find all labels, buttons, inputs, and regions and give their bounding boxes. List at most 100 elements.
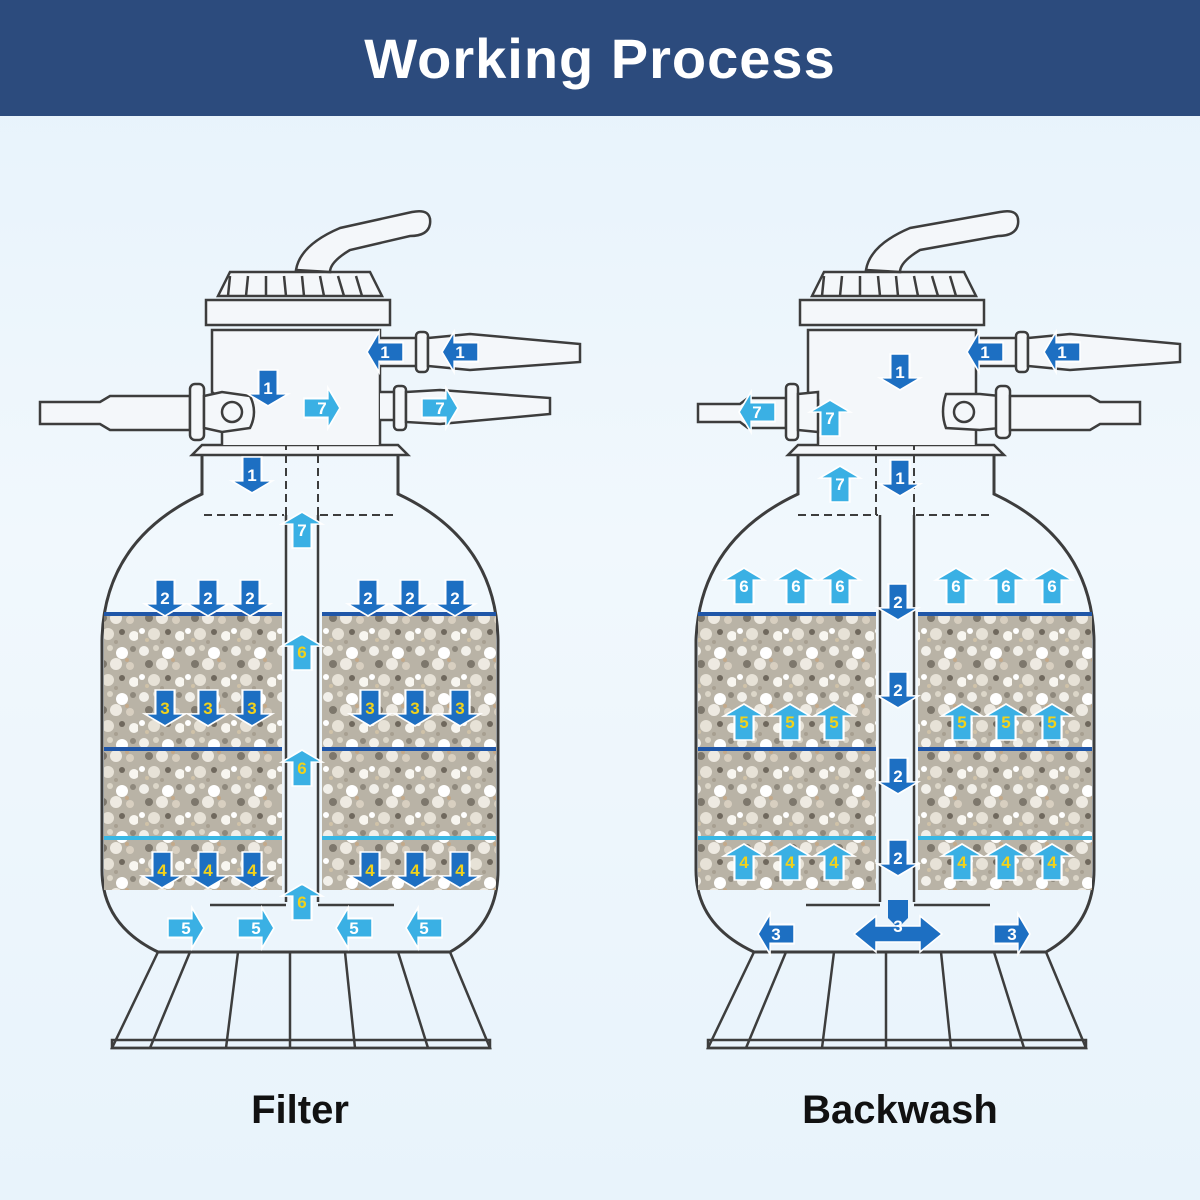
backwash-flow-step-label: 3 xyxy=(1007,925,1016,944)
filter-flow-step-label: 6 xyxy=(297,893,306,912)
filter-flow-step-label: 5 xyxy=(419,919,428,938)
filter-flow-step-label: 3 xyxy=(247,699,256,718)
backwash-flow-arrow-29: 3 xyxy=(757,910,795,958)
filter-flow-step-label: 3 xyxy=(365,699,374,718)
backwash-flow-arrow-7: 6 xyxy=(720,567,768,605)
filter-flow-step-label: 2 xyxy=(160,589,169,608)
filter-flow-arrow-13: 3 xyxy=(141,689,189,727)
filter-flow-step-label: 3 xyxy=(455,699,464,718)
filter-flow-arrow-30: 5 xyxy=(335,904,373,952)
backwash-flow-arrow-13: 5 xyxy=(720,703,768,741)
filter-outlet-pipe xyxy=(380,384,552,432)
filter-valve-handle xyxy=(294,210,432,274)
filter-flow-step-label: 6 xyxy=(297,759,306,778)
backwash-flow-step-label: 2 xyxy=(893,767,902,786)
filter-flow-step-label: 7 xyxy=(317,399,326,418)
filter-flow-arrow-8: 2 xyxy=(184,579,232,617)
backwash-flow-arrow-12: 6 xyxy=(1028,567,1076,605)
filter-center-pipe xyxy=(210,515,394,954)
filter-flow-step-label: 2 xyxy=(203,589,212,608)
filter-flow-arrow-25: 6 xyxy=(278,633,326,671)
backwash-flow-step-label: 2 xyxy=(893,849,902,868)
backwash-flow-step-label: 4 xyxy=(739,853,749,872)
backwash-flow-arrow-center: 3 xyxy=(852,900,944,954)
page-title: Working Process xyxy=(364,26,836,90)
backwash-flow-arrow-15: 5 xyxy=(810,703,858,741)
filter-inlet-pipe xyxy=(380,330,582,374)
filter-flow-step-label: 1 xyxy=(247,466,256,485)
backwash-flow-step-label: 4 xyxy=(1047,853,1057,872)
backwash-flow-arrow-18: 5 xyxy=(1028,703,1076,741)
filter-flow-step-label: 4 xyxy=(247,861,257,880)
backwash-flow-arrow-24: 4 xyxy=(1028,843,1076,881)
backwash-flow-arrow-20: 4 xyxy=(766,843,814,881)
backwash-flow-arrow-21: 4 xyxy=(810,843,858,881)
filter-flow-step-label: 4 xyxy=(455,861,465,880)
backwash-flow-step-label: 1 xyxy=(1057,343,1066,362)
backwash-flow-step-label: 6 xyxy=(1001,577,1010,596)
backwash-flow-arrow-17: 5 xyxy=(982,703,1030,741)
filter-flow-arrow-9: 2 xyxy=(226,579,274,617)
backwash-flow-arrow-2: 1 xyxy=(876,353,924,391)
backwash-flow-arrow-3: 1 xyxy=(876,459,924,497)
filter-flow-arrow-6: 7 xyxy=(278,511,326,549)
backwash-flow-arrow-30: 3 xyxy=(993,910,1031,958)
filter-flow-arrow-7: 2 xyxy=(141,579,189,617)
backwash-flow-step-label: 2 xyxy=(893,593,902,612)
filter-flow-step-label: 5 xyxy=(181,919,190,938)
backwash-caption: Backwash xyxy=(802,1088,998,1132)
backwash-flow-arrow-28: 2 xyxy=(874,839,922,877)
backwash-flow-step-label: 5 xyxy=(957,713,966,732)
filter-waste-pipe xyxy=(38,382,256,442)
filter-flow-step-label: 5 xyxy=(349,919,358,938)
filter-sand-media-left xyxy=(104,615,282,890)
backwash-center-pipe xyxy=(806,515,990,954)
filter-flow-arrow-21: 4 xyxy=(228,851,276,889)
backwash-multiport-valve xyxy=(798,210,1020,327)
backwash-flow-step-label: 4 xyxy=(829,853,839,872)
filter-flow-arrow-29: 5 xyxy=(237,904,275,952)
backwash-flow-step-label: 1 xyxy=(980,343,989,362)
backwash-flow-arrow-8: 6 xyxy=(772,567,820,605)
backwash-flow-step-label: 4 xyxy=(785,853,795,872)
backwash-flow-arrow-27: 2 xyxy=(874,757,922,795)
backwash-tank-stand xyxy=(706,951,1088,1050)
backwash-flow-arrow-11: 6 xyxy=(982,567,1030,605)
backwash-flow-arrow-5: 7 xyxy=(806,399,854,437)
backwash-flow-step-label: 1 xyxy=(895,469,904,488)
filter-flow-arrow-5: 7 xyxy=(421,384,459,432)
backwash-flow-arrow-0: 1 xyxy=(966,328,1004,376)
filter-flow-step-label: 5 xyxy=(251,919,260,938)
filter-flow-arrow-28: 5 xyxy=(167,904,205,952)
filter-flow-arrow-11: 2 xyxy=(386,579,434,617)
backwash-flow-arrow-23: 4 xyxy=(982,843,1030,881)
backwash-flow-step-label: 5 xyxy=(785,713,794,732)
filter-flow-step-label: 6 xyxy=(297,643,306,662)
header-banner: Working Process xyxy=(0,0,1200,116)
filter-flow-step-label: 7 xyxy=(435,399,444,418)
backwash-flow-arrow-9: 6 xyxy=(816,567,864,605)
filter-flow-step-label: 3 xyxy=(160,699,169,718)
backwash-flow-arrow-6: 7 xyxy=(816,465,864,503)
backwash-flow-step-label: 4 xyxy=(1001,853,1011,872)
filter-flow-arrow-19: 4 xyxy=(138,851,186,889)
backwash-flow-step-label: 6 xyxy=(951,577,960,596)
filter-flow-arrow-16: 3 xyxy=(346,689,394,727)
backwash-flow-step-label: 4 xyxy=(957,853,967,872)
filter-flow-step-label: 1 xyxy=(380,343,389,362)
backwash-flow-step-label: 5 xyxy=(739,713,748,732)
backwash-flow-step-label: 5 xyxy=(1047,713,1056,732)
filter-flow-arrow-24: 4 xyxy=(436,851,484,889)
filter-flow-arrow-20: 4 xyxy=(184,851,232,889)
backwash-flow-arrow-10: 6 xyxy=(932,567,980,605)
filter-caption: Filter xyxy=(251,1088,349,1132)
backwash-flow-step-label: 7 xyxy=(752,403,761,422)
backwash-flow-step-label: 7 xyxy=(835,475,844,494)
backwash-flow-step-label: 6 xyxy=(835,577,844,596)
filter-flow-arrow-18: 3 xyxy=(436,689,484,727)
filter-flow-step-label: 4 xyxy=(157,861,167,880)
filter-flow-step-label: 4 xyxy=(365,861,375,880)
backwash-flow-step-label: 5 xyxy=(1001,713,1010,732)
backwash-valve-handle xyxy=(864,210,1020,274)
filter-flow-step-label: 1 xyxy=(263,379,272,398)
